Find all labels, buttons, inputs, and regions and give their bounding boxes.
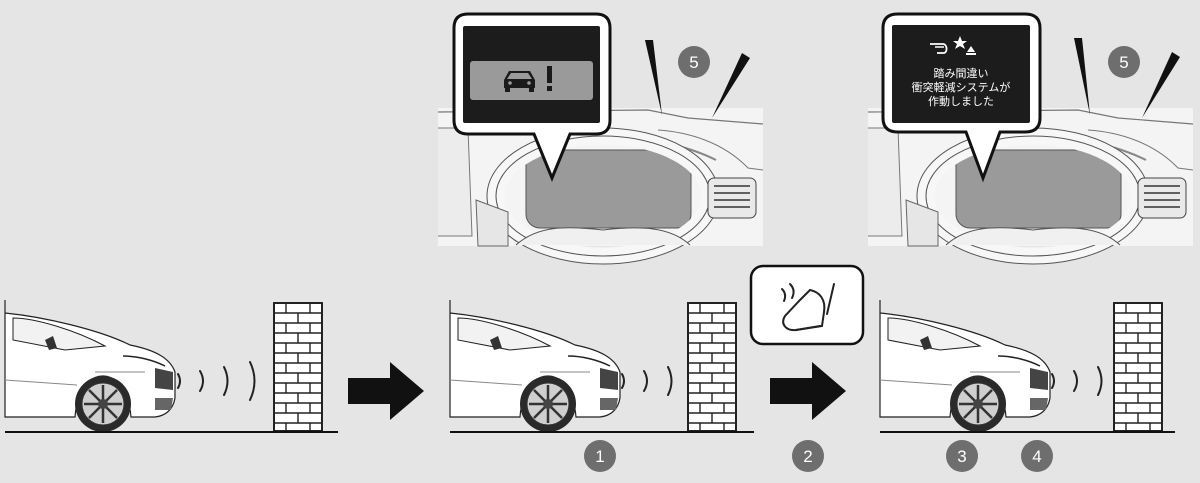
step-badge: 3: [946, 440, 978, 472]
warning-message-line: 衝突軽減システムが: [911, 81, 1011, 94]
pedal-misapplication-icon: [930, 36, 976, 55]
vehicle: [878, 298, 1052, 434]
attention-mark-left: [1074, 38, 1090, 115]
dashboard-warning-panel: [438, 12, 763, 264]
car-warning-icon: [504, 66, 552, 92]
brick-wall-icon: [687, 302, 737, 432]
svg-text:2: 2: [803, 447, 812, 466]
warning-message-line: 作動しました: [928, 95, 994, 108]
attention-mark-left: [645, 40, 662, 115]
display-screen: [892, 25, 1030, 123]
warning-message: 踏み間違い 衝突軽減システムが 作動しました: [892, 67, 1030, 109]
svg-text:5: 5: [689, 53, 698, 72]
attention-mark-right: [1142, 52, 1180, 118]
brick-wall-icon: [273, 302, 323, 432]
svg-text:3: 3: [957, 447, 966, 466]
warning-message-line: 踏み間違い: [933, 67, 989, 80]
step-badge: 1: [584, 440, 616, 472]
step-badge: 2: [792, 440, 824, 472]
step-badge: 5: [678, 46, 710, 78]
vehicle: [448, 298, 622, 434]
brick-wall-icon: [1113, 302, 1163, 432]
right-arrow-icon: [770, 362, 846, 420]
svg-text:4: 4: [1032, 447, 1041, 466]
step-badge: 5: [1108, 46, 1140, 78]
scene-2: [448, 298, 754, 434]
sound-wave-icon: [177, 361, 256, 401]
right-arrow-icon: [348, 362, 424, 420]
foot-pedal-icon: [781, 283, 835, 332]
attention-mark-right: [712, 53, 750, 118]
scene-3: [878, 298, 1175, 434]
vehicle: [3, 298, 177, 434]
foot-pedal-callout: [749, 264, 865, 346]
step-badge: 4: [1021, 440, 1053, 472]
svg-text:1: 1: [595, 447, 604, 466]
scene-1: [3, 298, 338, 434]
svg-text:5: 5: [1119, 53, 1128, 72]
dashboard-message-panel: [868, 12, 1193, 264]
